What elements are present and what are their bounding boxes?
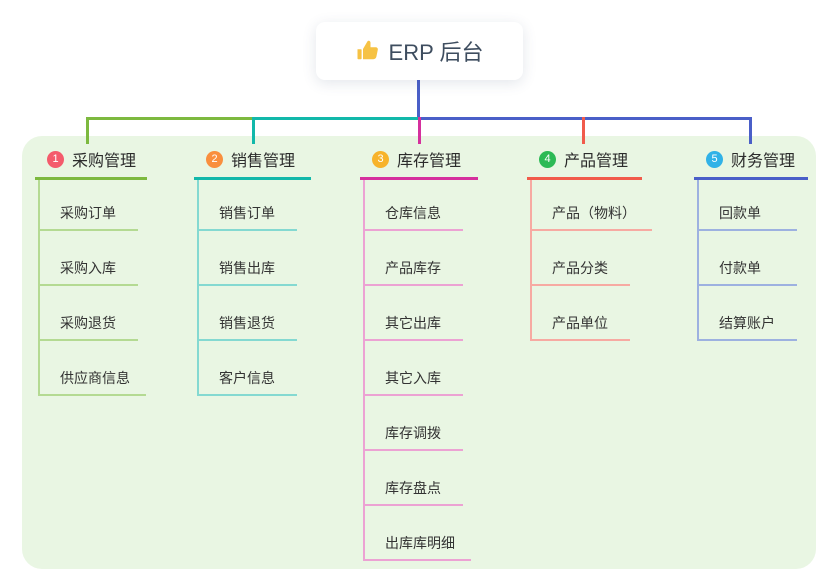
root-node[interactable]: ERP 后台 [316, 22, 523, 80]
branch-spine-line [363, 180, 365, 561]
branch-node[interactable]: 1 采购管理 [35, 148, 147, 180]
branch-label: 销售管理 [231, 153, 296, 170]
thumbs-up-icon [356, 39, 380, 63]
branch-label: 库存管理 [397, 153, 462, 170]
child-node[interactable]: 库存调拨 [363, 396, 463, 451]
child-node[interactable]: 供应商信息 [38, 341, 146, 396]
branch-children: 采购订单采购入库采购退货供应商信息 [38, 180, 146, 396]
child-node[interactable]: 销售订单 [197, 180, 297, 231]
child-node[interactable]: 其它出库 [363, 286, 463, 341]
child-node[interactable]: 结算账户 [697, 286, 797, 341]
child-node[interactable]: 采购订单 [38, 180, 138, 231]
branch-node[interactable]: 5 财务管理 [694, 148, 808, 180]
branch-inventory: 3 库存管理仓库信息产品库存其它出库其它入库库存调拨库存盘点出库库明细 [360, 148, 478, 561]
branches-panel [22, 136, 816, 569]
child-node[interactable]: 产品库存 [363, 231, 463, 286]
branch-children: 产品（物料）产品分类产品单位 [530, 180, 652, 341]
branch-drop-line [749, 117, 752, 144]
child-node[interactable]: 其它入库 [363, 341, 463, 396]
child-node[interactable]: 客户信息 [197, 341, 297, 396]
branch-label: 采购管理 [72, 153, 137, 170]
child-node[interactable]: 仓库信息 [363, 180, 463, 231]
branch-drop-line [86, 117, 89, 144]
child-node[interactable]: 库存盘点 [363, 451, 463, 506]
branch-number-badge: 1 [47, 150, 64, 168]
child-node[interactable]: 付款单 [697, 231, 797, 286]
branch-spine-line [530, 180, 532, 341]
child-node[interactable]: 出库库明细 [363, 506, 471, 561]
bus-segment-right [419, 117, 752, 120]
branch-children: 回款单付款单结算账户 [697, 180, 797, 341]
branch-drop-line [582, 117, 585, 144]
branch-product: 4 产品管理产品（物料）产品分类产品单位 [527, 148, 652, 341]
branch-node[interactable]: 4 产品管理 [527, 148, 642, 180]
root-title: ERP 后台 [388, 40, 484, 65]
branch-number-badge: 5 [706, 150, 723, 168]
branch-number-badge: 3 [372, 150, 389, 168]
child-node[interactable]: 产品单位 [530, 286, 630, 341]
child-node[interactable]: 销售出库 [197, 231, 297, 286]
branch-label: 财务管理 [731, 153, 796, 170]
branch-finance: 5 财务管理回款单付款单结算账户 [694, 148, 808, 341]
child-node[interactable]: 回款单 [697, 180, 797, 231]
branch-children: 销售订单销售出库销售退货客户信息 [197, 180, 297, 396]
branch-label: 产品管理 [564, 153, 629, 170]
branch-node[interactable]: 2 销售管理 [194, 148, 311, 180]
root-connector-line [417, 80, 420, 118]
branch-drop-line [252, 117, 255, 144]
branch-number-badge: 2 [206, 150, 223, 168]
child-node[interactable]: 产品分类 [530, 231, 630, 286]
branch-spine-line [38, 180, 40, 396]
bus-segment-left [86, 117, 253, 120]
bus-segment-middle [253, 117, 419, 120]
branch-children: 仓库信息产品库存其它出库其它入库库存调拨库存盘点出库库明细 [363, 180, 471, 561]
child-node[interactable]: 采购入库 [38, 231, 138, 286]
branch-drop-line [418, 117, 421, 144]
branch-spine-line [697, 180, 699, 341]
child-node[interactable]: 销售退货 [197, 286, 297, 341]
branch-spine-line [197, 180, 199, 396]
branch-number-badge: 4 [539, 150, 556, 168]
child-node[interactable]: 采购退货 [38, 286, 138, 341]
branch-sales: 2 销售管理销售订单销售出库销售退货客户信息 [194, 148, 311, 396]
branch-node[interactable]: 3 库存管理 [360, 148, 478, 180]
child-node[interactable]: 产品（物料） [530, 180, 652, 231]
branch-purchase: 1 采购管理采购订单采购入库采购退货供应商信息 [35, 148, 147, 396]
